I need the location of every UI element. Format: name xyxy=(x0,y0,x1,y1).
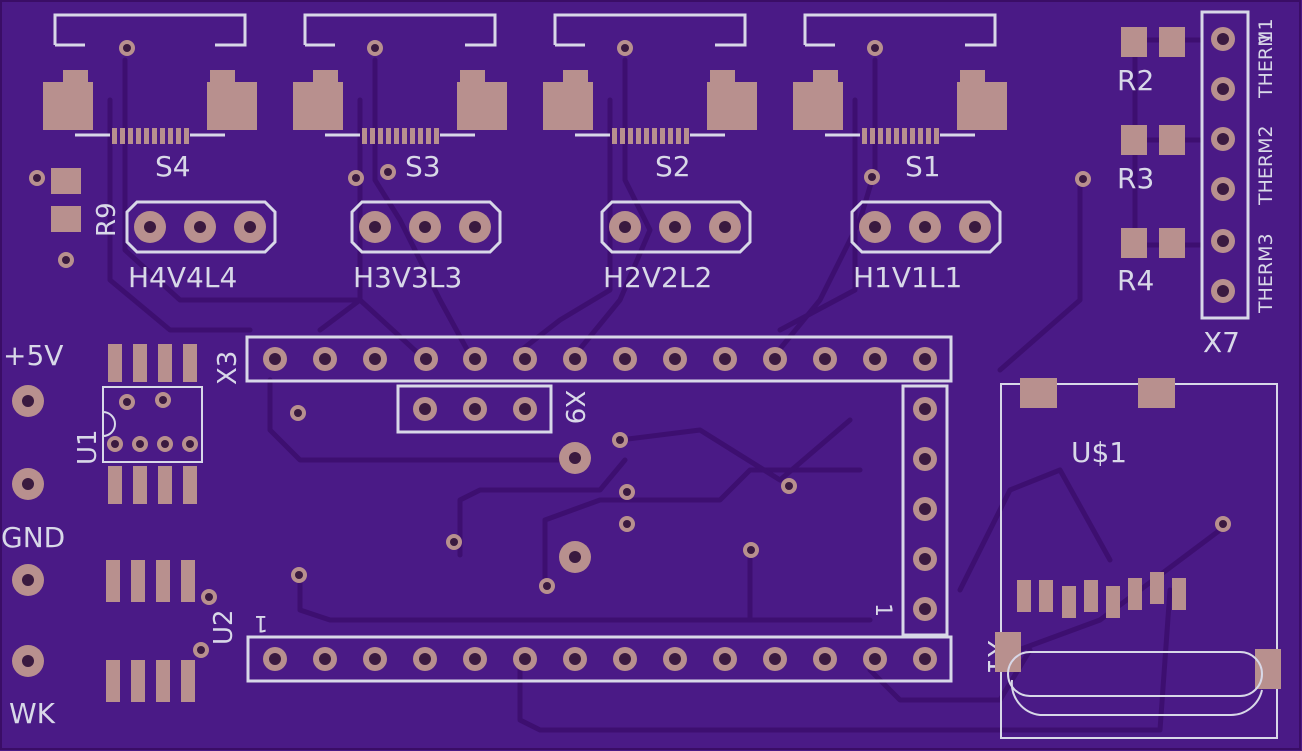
label-gnd: GND xyxy=(1,521,65,554)
chip-u1 xyxy=(102,344,203,504)
label-r3: R3 xyxy=(1117,162,1154,195)
label-s4: S4 xyxy=(155,150,191,183)
connector-vertical xyxy=(901,384,949,637)
label-x1-pin1-top: 1 xyxy=(254,610,268,635)
connector-x3 xyxy=(245,335,953,383)
switch-s2 xyxy=(543,13,757,144)
label-h4v4l4: H4V4L4 xyxy=(128,261,237,294)
label-s3: S3 xyxy=(405,150,441,183)
chip-u2 xyxy=(106,560,195,702)
label-s2: S2 xyxy=(655,150,691,183)
label-h2v2l2: H2V2L2 xyxy=(603,261,712,294)
resistors-right xyxy=(1121,27,1185,258)
header-triplets xyxy=(125,200,1002,254)
label-x7: X7 xyxy=(1203,326,1240,359)
label-r2: R2 xyxy=(1117,64,1154,97)
label-therm1: THERM1 xyxy=(1255,18,1277,99)
label-r4: R4 xyxy=(1117,264,1154,297)
header-3 xyxy=(350,200,502,254)
switch-footprints xyxy=(43,13,1007,144)
label-therm2: THERM2 xyxy=(1255,125,1277,206)
label-u1: U1 xyxy=(73,429,103,465)
label-x1-pin1-right: 1 xyxy=(870,603,895,617)
resistor-r9 xyxy=(51,168,81,232)
module-usd xyxy=(995,378,1281,739)
label-u2: U2 xyxy=(209,609,239,645)
connector-x7 xyxy=(1200,10,1250,320)
connector-x9 xyxy=(396,384,553,434)
label-usd: U$1 xyxy=(1071,436,1127,469)
connector-x1 xyxy=(246,635,953,683)
switch-s1 xyxy=(793,13,1007,144)
header-4 xyxy=(125,200,277,254)
label-x3: X3 xyxy=(213,351,243,385)
label-s1: S1 xyxy=(905,150,941,183)
switch-s3 xyxy=(293,13,507,144)
label-x9: X9 xyxy=(559,390,589,424)
header-2 xyxy=(600,200,752,254)
label-h1v1l1: H1V1L1 xyxy=(853,261,962,294)
label-wk: WK xyxy=(9,697,56,730)
header-1 xyxy=(850,200,1002,254)
switch-s4 xyxy=(43,13,257,144)
label-r9: R9 xyxy=(92,202,122,237)
label-h3v3l3: H3V3L3 xyxy=(353,261,462,294)
label-therm3: THERM3 xyxy=(1255,233,1277,314)
label-therm1-tail: 1 xyxy=(1255,32,1277,44)
label-5v: +5V xyxy=(3,339,63,372)
